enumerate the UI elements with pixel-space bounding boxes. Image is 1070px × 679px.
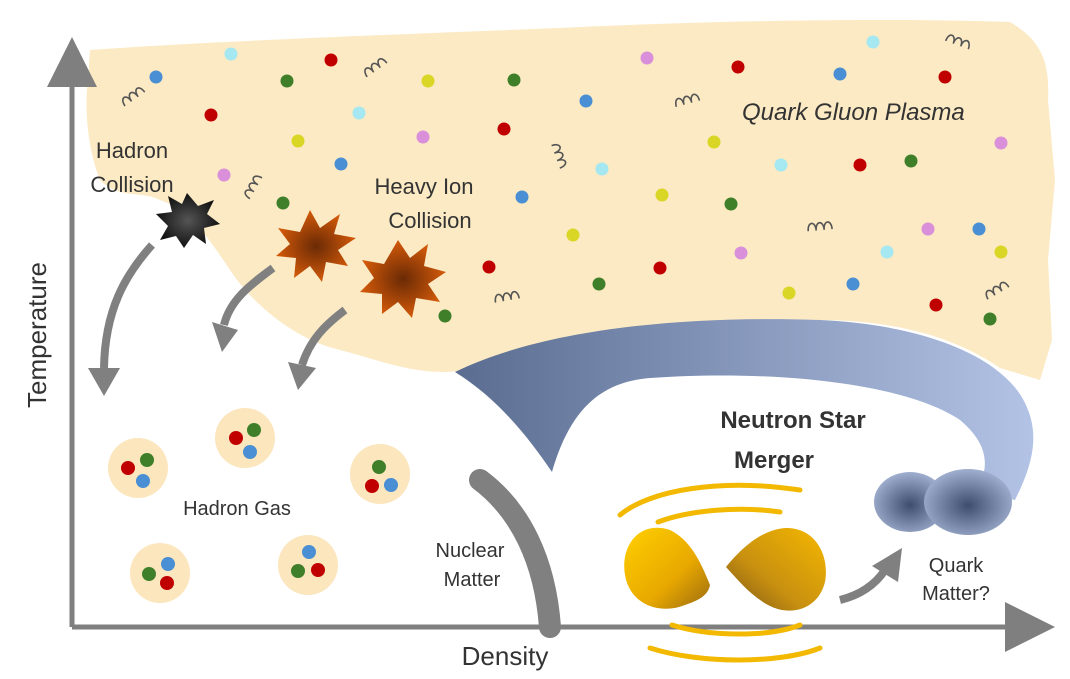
x-axis-label: Density: [462, 641, 549, 671]
ns-merger-label-line1: Neutron Star: [720, 407, 865, 434]
hadron-collision-explosion: [156, 193, 220, 248]
heavy-ion-label-line2: Collision: [388, 208, 471, 233]
quark-matter-label-line2: Matter?: [922, 583, 990, 605]
quark-matter-arrow-head: [872, 548, 902, 582]
neutron-star-right: [726, 527, 826, 611]
hadron-bubbles: [108, 408, 410, 603]
hadron-bubble: [108, 438, 168, 498]
hadron-collision-label-line1: Hadron: [96, 138, 168, 163]
quark-matter-blob: [874, 469, 1012, 535]
heavy-ion-explosion-2: [360, 240, 446, 318]
hadron-collision-label-line2: Collision: [90, 172, 173, 197]
heavy-ion-label-line1: Heavy Ion: [374, 174, 473, 199]
quark-dots: [149, 35, 1008, 326]
heavy-ion-explosion-1: [276, 210, 356, 282]
qgp-label: Quark Gluon Plasma: [742, 99, 965, 126]
y-axis-label: Temperature: [22, 262, 52, 408]
neutron-star-left: [624, 527, 710, 609]
collision-arrows: [100, 242, 348, 369]
neutron-star-swoosh: [455, 319, 1034, 500]
nuclear-matter-arc: [469, 469, 561, 638]
nuclear-matter-label-line1: Nuclear: [436, 540, 505, 562]
nuclear-matter-label-line2: Matter: [444, 569, 501, 591]
ns-merger-label-line2: Merger: [734, 447, 814, 474]
hadron-bubble: [278, 535, 338, 595]
quark-matter-arrow: [838, 567, 889, 604]
collision-arrow-heads: [88, 322, 316, 396]
hadron-bubble: [350, 444, 410, 504]
hadron-bubble: [130, 543, 190, 603]
qgp-region: [86, 20, 1055, 380]
hadron-gas-label: Hadron Gas: [183, 498, 291, 520]
merger-waves: [617, 482, 823, 663]
hadron-bubble: [215, 408, 275, 468]
gluon-squiggles: [122, 34, 1010, 303]
quark-matter-label-line1: Quark: [929, 555, 984, 577]
